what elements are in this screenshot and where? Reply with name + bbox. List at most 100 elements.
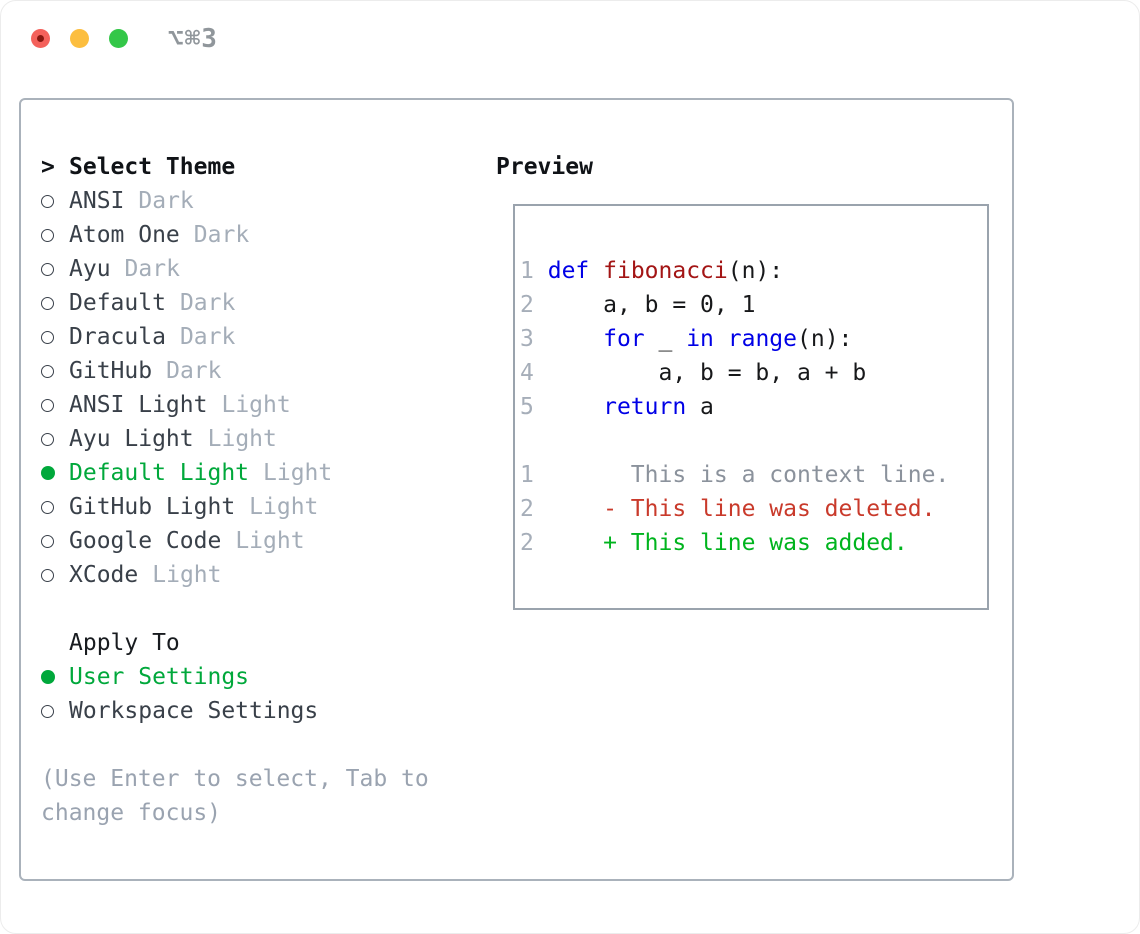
diff-text-deleted: - This line was deleted.: [603, 496, 936, 522]
code-token-function: fibonacci: [603, 258, 728, 284]
radio-unselected-icon: [41, 500, 54, 514]
theme-option-ansi[interactable]: ANSI Dark: [41, 184, 496, 218]
diff-preview: 1 This is a context line.2 - This line w…: [520, 458, 987, 560]
code-token-keyword: return: [603, 394, 687, 420]
option-variant-label: Dark: [179, 290, 236, 316]
option-label: GitHub Light: [69, 494, 236, 520]
option-label: Default Light: [69, 460, 250, 486]
radio-unselected-icon: [41, 364, 54, 378]
radio-gutter: [41, 432, 69, 446]
radio-unselected-icon: [41, 568, 54, 582]
line-number: 1: [520, 258, 534, 284]
option-label: Default: [69, 290, 166, 316]
diff-line-deleted: 2 - This line was deleted.: [520, 492, 987, 526]
theme-option-github[interactable]: GitHub Dark: [41, 354, 496, 388]
radio-unselected-icon: [41, 296, 54, 310]
radio-unselected-icon: [41, 330, 54, 344]
select-theme-heading: Select Theme: [69, 154, 236, 180]
radio-unselected-icon: [41, 228, 54, 242]
code-token-plain: a, b = 0, 1: [547, 292, 756, 318]
radio-gutter: [41, 364, 69, 378]
theme-option-atom-one[interactable]: Atom One Dark: [41, 218, 496, 252]
option-variant-label: Light: [263, 460, 333, 486]
code-token-plain: (n):: [797, 326, 853, 352]
option-label: GitHub: [69, 358, 153, 384]
line-number: 3: [520, 326, 534, 352]
code-token-keyword: for: [603, 326, 645, 352]
option-label: Dracula: [69, 324, 166, 350]
option-variant-label: Light: [221, 392, 291, 418]
radio-selected-icon: [41, 670, 55, 684]
keyboard-hint: (Use Enter to select, Tab to change focu…: [41, 766, 429, 826]
line-number: 4: [520, 360, 534, 386]
theme-option-ansi-light[interactable]: ANSI Light Light: [41, 388, 496, 422]
radio-gutter: [41, 330, 69, 344]
radio-gutter: [41, 534, 69, 548]
line-number: 1: [520, 462, 534, 488]
option-variant-label: Light: [152, 562, 222, 588]
cursor-arrow-icon: >: [41, 154, 55, 180]
line-number: 2: [520, 496, 534, 522]
code-token-keyword: def: [547, 258, 590, 284]
option-label: ANSI Light: [69, 392, 208, 418]
apply-option-user-settings[interactable]: User Settings: [41, 660, 496, 694]
code-token-plain: [714, 326, 728, 352]
apply-option-workspace-settings[interactable]: Workspace Settings: [41, 694, 496, 728]
code-token-plain: a: [686, 394, 714, 420]
option-label: Google Code: [69, 528, 222, 554]
option-variant-label: Dark: [193, 222, 250, 248]
option-label: Workspace Settings: [69, 698, 319, 724]
radio-gutter: [41, 398, 69, 412]
theme-option-ayu-light[interactable]: Ayu Light Light: [41, 422, 496, 456]
code-token-keyword: range: [727, 326, 798, 352]
code-line: 2 a, b = 0, 1: [520, 288, 987, 322]
code-line: 5 return a: [520, 390, 987, 424]
radio-gutter: [41, 704, 69, 718]
apply-to-heading-row: Apply To: [41, 626, 496, 660]
theme-option-google-code[interactable]: Google Code Light: [41, 524, 496, 558]
theme-option-default-light[interactable]: Default Light Light: [41, 456, 496, 490]
radio-unselected-icon: [41, 432, 54, 446]
option-label: ANSI: [69, 188, 125, 214]
zoom-button[interactable]: [109, 29, 128, 48]
option-variant-label: Dark: [124, 256, 180, 282]
option-variant-label: Light: [207, 426, 277, 452]
traffic-lights: [31, 29, 128, 48]
diff-line-added: 2 + This line was added.: [520, 526, 987, 560]
heading-gutter: >: [41, 154, 69, 180]
theme-option-xcode[interactable]: XCode Light: [41, 558, 496, 592]
radio-unselected-icon: [41, 262, 54, 276]
radio-gutter: [41, 670, 69, 684]
diff-text-context: This is a context line.: [630, 462, 950, 488]
preview-column: Preview 1 def fibonacci(n):2 a, b = 0, 1…: [496, 150, 1012, 879]
diff-line-context: 1 This is a context line.: [520, 458, 987, 492]
option-variant-label: Dark: [138, 188, 194, 214]
option-variant-label: Dark: [166, 358, 222, 384]
theme-option-default[interactable]: Default Dark: [41, 286, 496, 320]
code-token-plain: [548, 394, 603, 420]
radio-unselected-icon: [41, 194, 54, 208]
code-token-keyword: in: [686, 326, 714, 352]
radio-gutter: [41, 296, 69, 310]
radio-unselected-icon: [41, 704, 54, 718]
line-number: 5: [520, 394, 534, 420]
code-token-plain: _: [644, 326, 687, 352]
option-label: Atom One: [69, 222, 180, 248]
radio-gutter: [41, 228, 69, 242]
option-label: XCode: [69, 562, 139, 588]
close-button[interactable]: [31, 29, 50, 48]
window-title: ⌥⌘3: [168, 24, 218, 54]
radio-unselected-icon: [41, 534, 54, 548]
option-label: Ayu Light: [69, 426, 194, 452]
option-variant-label: Light: [235, 528, 305, 554]
minimize-button[interactable]: [70, 29, 89, 48]
radio-gutter: [41, 500, 69, 514]
line-number: 2: [520, 530, 534, 556]
